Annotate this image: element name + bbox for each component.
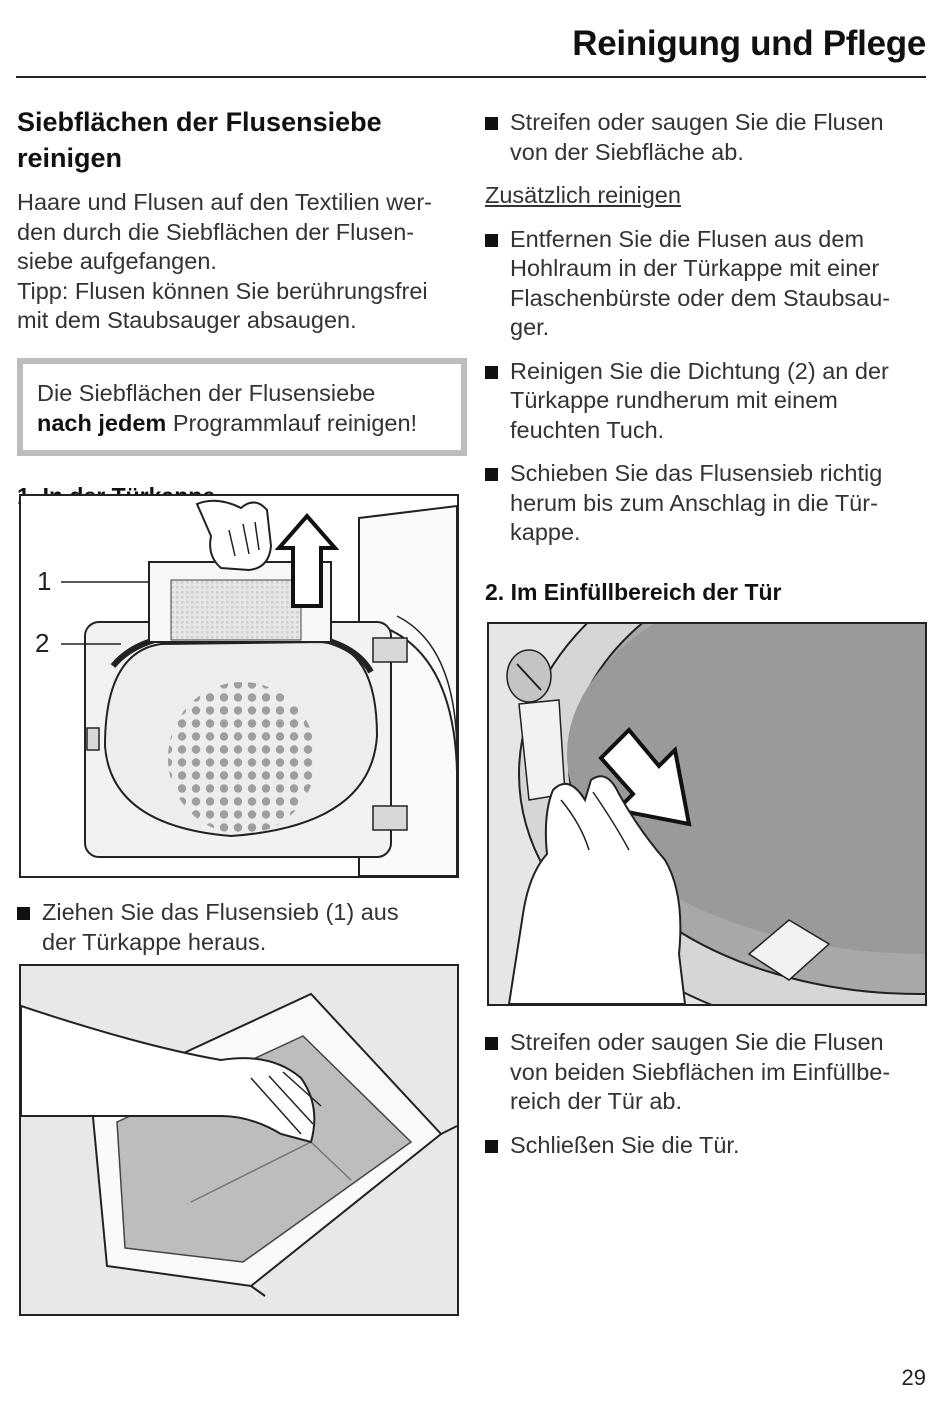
intro-line: Tipp: Flusen können Sie berührungsfrei <box>17 277 428 304</box>
bullet-text: Schieben Sie das Flusensieb richtig heru… <box>510 460 883 545</box>
door-cap-illustration: 1 2 <box>35 499 457 876</box>
header-divider <box>16 76 926 78</box>
bullet-text: Entfernen Sie die Flusen aus dem Hohlrau… <box>510 225 891 341</box>
intro-line: siebe aufgefangen. <box>17 248 217 274</box>
filter-wiping-illustration <box>21 966 457 1314</box>
bullet-square-icon <box>485 1139 498 1153</box>
bullet-item: Streifen oder saugen Sie die Flusen von … <box>485 1028 925 1117</box>
figure-filter-wiping <box>19 964 459 1316</box>
figure-door-cap: 1 2 <box>19 494 459 878</box>
section-heading: Siebflächen der Flusensiebe reinigen <box>17 107 382 173</box>
intro-line: Haare und Flusen auf den Textilien wer- <box>17 189 432 215</box>
bullet-text: Streifen oder saugen Sie die Flusen von … <box>510 1029 891 1114</box>
bullet-item: Reinigen Sie die Dichtung (2) an der Tür… <box>485 357 925 446</box>
extra-cleaning-heading: Zusätzlich reinigen <box>485 182 681 208</box>
bullet-text: Reinigen Sie die Dichtung (2) an der Tür… <box>510 357 889 443</box>
bullet-item: Entfernen Sie die Flusen aus dem Hohlrau… <box>485 225 925 343</box>
bullet-square-icon <box>485 365 498 379</box>
bullet-item: Streifen oder saugen Sie die Flusen von … <box>485 108 925 167</box>
bullet-text: Streifen oder saugen Sie die Flusen von … <box>510 109 884 165</box>
left-column: Siebflächen der Flusensiebe reinigen Haa… <box>17 104 467 510</box>
page-number: 29 <box>901 1365 926 1390</box>
right-bottom-instructions: Streifen oder saugen Sie die Flusen von … <box>485 1028 925 1160</box>
bullet-item: Schließen Sie die Tür. <box>485 1131 925 1161</box>
bullet-square-icon <box>485 468 498 481</box>
note-line-2: nach jedem Programmlauf reinigen! <box>37 408 447 438</box>
bullet-square-icon <box>485 117 498 130</box>
callout-2-label: 2 <box>35 628 49 658</box>
note-rest: Programmlauf reinigen! <box>166 409 418 436</box>
bullet-item: Schieben Sie das Flusensieb richtig heru… <box>485 459 925 548</box>
figure-door-filling-area <box>487 622 927 1006</box>
step-2-heading: 2. Im Einfüllbereich der Tür <box>485 578 782 605</box>
bullet-text: Ziehen Sie das Flusensieb (1) aus der Tü… <box>42 899 399 955</box>
bullet-text: Schließen Sie die Tür. <box>510 1131 740 1158</box>
pull-filter-instruction: Ziehen Sie das Flusensieb (1) aus der Tü… <box>17 898 437 957</box>
bullet-square-icon <box>485 233 498 247</box>
important-note-box: Die Siebflächen der Flusensiebe nach jed… <box>17 357 467 456</box>
bullet-item: Ziehen Sie das Flusensieb (1) aus der Tü… <box>17 898 437 957</box>
intro-line: mit dem Staubsauger absaugen. <box>17 307 357 333</box>
intro-paragraph: Haare und Flusen auf den Textilien wer- … <box>17 188 459 336</box>
right-column: Streifen oder saugen Sie die Flusen von … <box>485 108 925 606</box>
callout-1-label: 1 <box>37 566 51 596</box>
bullet-square-icon <box>17 907 30 920</box>
intro-line: den durch die Siebflächen der Flusen- <box>17 218 415 245</box>
bullet-square-icon <box>485 1037 498 1050</box>
page-header-title: Reinigung und Pflege <box>572 24 926 63</box>
note-line-1: Die Siebflächen der Flusensiebe <box>37 379 376 406</box>
note-emphasis: nach jedem <box>37 409 167 436</box>
door-filling-illustration <box>489 624 925 1004</box>
